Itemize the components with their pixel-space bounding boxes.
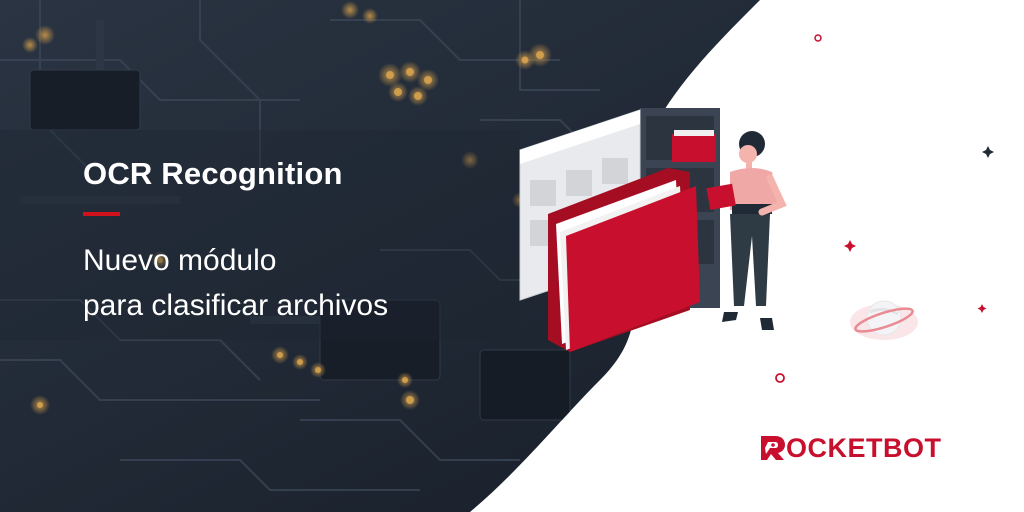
subtitle-line-1: Nuevo módulo (83, 244, 277, 277)
brand-name: OCKETBOT (786, 433, 942, 463)
r-rocket-logo-icon (761, 436, 785, 460)
subtitle: Nuevo módulo para clasificar archivos (83, 238, 388, 328)
sparkle-icon (775, 34, 994, 383)
title-underline (83, 212, 120, 216)
woman-figure (706, 131, 787, 330)
subtitle-line-2: para clasificar archivos (83, 289, 389, 322)
planet-icon (850, 300, 918, 340)
folder-icon (548, 168, 700, 352)
page-title: OCR Recognition (83, 156, 343, 191)
brand-logo: OCKETBOT (758, 433, 942, 463)
